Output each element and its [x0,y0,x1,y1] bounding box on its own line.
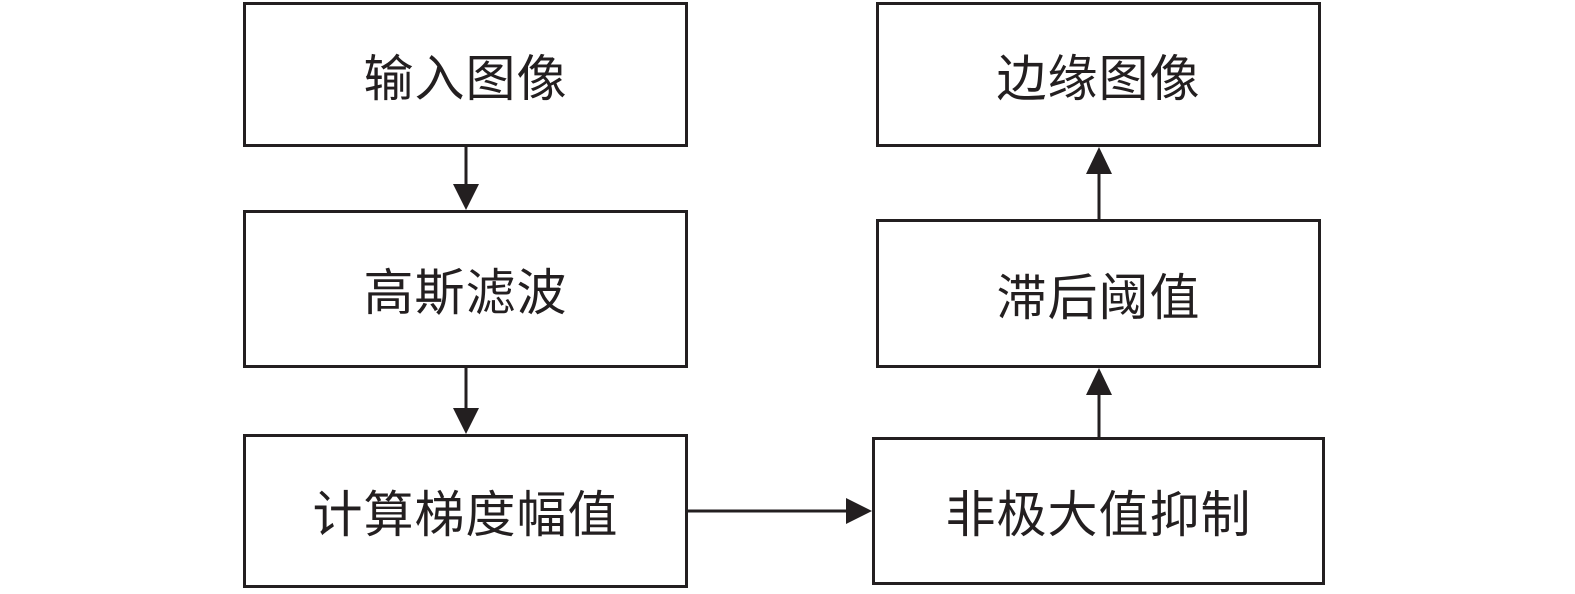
node-label: 非极大值抑制 [945,486,1252,544]
node-label: 滞后阈值 [996,268,1201,327]
node-label: 输入图像 [363,49,568,108]
node-input-image: 输入图像 [243,2,688,147]
node-gradient-magnitude: 计算梯度幅值 [243,434,688,588]
node-gaussian-filter: 高斯滤波 [243,210,688,368]
arrow-hysteresis-to-edge [1086,147,1112,219]
node-edge-image: 边缘图像 [876,2,1321,147]
node-hysteresis-threshold: 滞后阈值 [876,219,1321,368]
arrow-nms-to-hysteresis [1086,368,1112,437]
arrow-gradient-to-nms [688,498,872,524]
node-label: 边缘图像 [996,49,1201,108]
node-label: 高斯滤波 [363,264,568,322]
node-label: 计算梯度幅值 [312,486,619,544]
node-non-max-suppression: 非极大值抑制 [872,437,1325,585]
arrow-input-to-gaussian [453,147,479,210]
arrow-gaussian-to-gradient [453,368,479,434]
